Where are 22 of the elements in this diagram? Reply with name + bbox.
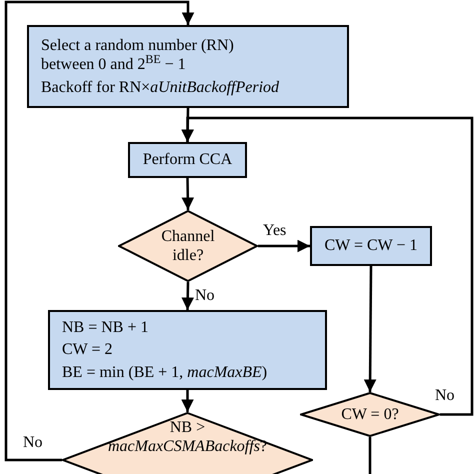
arrow: [181, 116, 474, 416]
node-text: CW = 0?: [340, 404, 400, 424]
process-box: [48, 310, 327, 390]
process-box: [27, 25, 349, 108]
node-text: BE = min (BE + 1, macMaxBE): [62, 362, 268, 382]
process-box: [128, 142, 247, 178]
node-text: Select a random number (RN) between 0 and 2$^{BE}$ − 1: [41, 36, 235, 75]
arrow: [181, 390, 194, 412]
decision-diamond: [62, 412, 313, 474]
node-text: CW = CW − 1: [324, 236, 418, 256]
node-text: Perform CCA: [142, 150, 232, 170]
decision-diamond: [118, 210, 258, 282]
node-text: NB = NB + 1: [62, 318, 148, 338]
arrow: [181, 282, 194, 310]
arrow: [4, 0, 194, 462]
node-text: CW = 2: [62, 340, 113, 360]
arrow: [182, 178, 194, 210]
node-text: Backoff for RN×aUnitBackoffPeriod: [41, 78, 280, 97]
arrow: [364, 266, 376, 392]
process-box: [310, 226, 432, 266]
arrow: [258, 240, 310, 252]
node-text: Channel idle?: [160, 226, 216, 266]
